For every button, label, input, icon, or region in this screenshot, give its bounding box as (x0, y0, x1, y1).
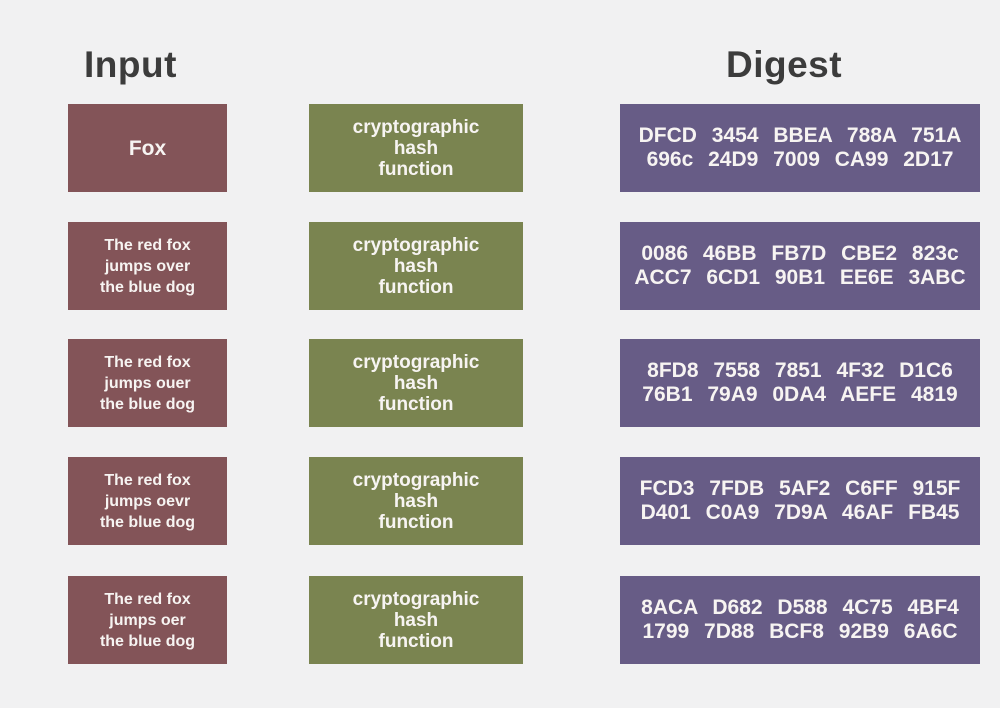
digest-line: 8FD8 7558 7851 4F32 D1C6 (647, 359, 953, 382)
digest-line: 1799 7D88 BCF8 92B9 6A6C (642, 620, 958, 643)
hash-function-box-row4: cryptographic hash function (309, 457, 523, 545)
input-column-title: Input (84, 44, 177, 85)
hash-function-box-row5: cryptographic hash function (309, 576, 523, 664)
digest-line: DFCD 3454 BBEA 788A 751A (638, 124, 962, 147)
digest-line: 696c 24D9 7009 CA99 2D17 (646, 148, 954, 171)
input-box-row3: The red fox jumps ouer the blue dog (68, 339, 227, 427)
hash-function-box-row3: cryptographic hash function (309, 339, 523, 427)
digest-box-row1: DFCD 3454 BBEA 788A 751A 696c 24D9 7009 … (620, 104, 980, 192)
digest-line: 76B1 79A9 0DA4 AEFE 4819 (642, 383, 958, 406)
digest-line: FCD3 7FDB 5AF2 C6FF 915F (639, 477, 961, 500)
digest-box-row3: 8FD8 7558 7851 4F32 D1C6 76B1 79A9 0DA4 … (620, 339, 980, 427)
digest-box-row5: 8ACA D682 D588 4C75 4BF4 1799 7D88 BCF8 … (620, 576, 980, 664)
input-box-row2: The red fox jumps over the blue dog (68, 222, 227, 310)
input-box-row4: The red fox jumps oevr the blue dog (68, 457, 227, 545)
digest-line: D401 C0A9 7D9A 46AF FB45 (640, 501, 960, 524)
hash-function-box-row2: cryptographic hash function (309, 222, 523, 310)
digest-line: 0086 46BB FB7D CBE2 823c (641, 242, 959, 265)
digest-column-title: Digest (726, 44, 843, 85)
hash-function-box-row1: cryptographic hash function (309, 104, 523, 192)
digest-line: 8ACA D682 D588 4C75 4BF4 (641, 596, 959, 619)
digest-box-row4: FCD3 7FDB 5AF2 C6FF 915F D401 C0A9 7D9A … (620, 457, 980, 545)
input-box-row1: Fox (68, 104, 227, 192)
digest-box-row2: 0086 46BB FB7D CBE2 823c ACC7 6CD1 90B1 … (620, 222, 980, 310)
digest-line: ACC7 6CD1 90B1 EE6E 3ABC (634, 266, 966, 289)
input-box-row5: The red fox jumps oer the blue dog (68, 576, 227, 664)
